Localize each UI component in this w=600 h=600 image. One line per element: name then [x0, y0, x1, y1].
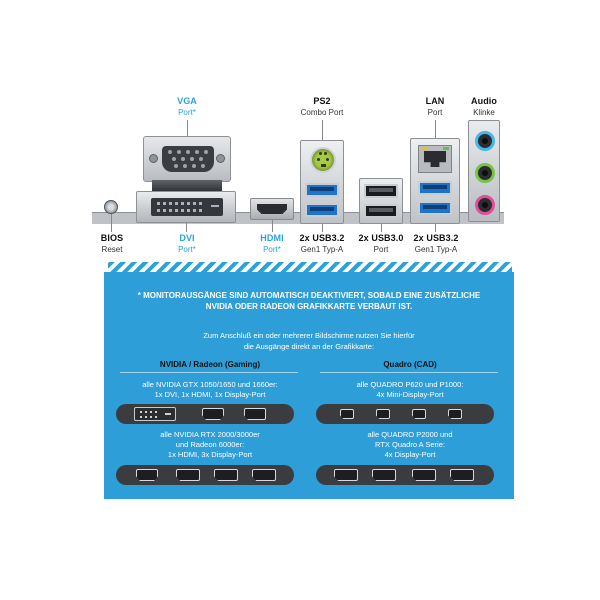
- quadro-p620-port-strip: [316, 404, 494, 424]
- display-port-icon: [372, 469, 396, 481]
- hdmi-port-icon: [136, 469, 158, 481]
- lan-leader-line: [435, 120, 436, 138]
- display-port-icon: [214, 469, 238, 481]
- io-panel-illustration: VGA Port* PS2 Combo Port LAN Port Audio …: [0, 0, 600, 262]
- graphics-card-info-box: * MONITORAUSGÄNGE SIND AUTOMATISCH DEAKT…: [104, 272, 514, 499]
- audio-jacks-icon: [468, 120, 500, 222]
- instruction-line1: Zum Anschluß ein oder mehrerer Bildschir…: [203, 331, 415, 340]
- display-port-icon: [252, 469, 276, 481]
- ps2-usb-stack-icon: [300, 140, 344, 224]
- audio-label: Audio Klinke: [471, 96, 497, 117]
- usb-port-icon: [364, 184, 398, 198]
- rtx-radeon-title: alle NVIDIA RTX 2000/3000er und Radeon 6…: [160, 430, 260, 459]
- mini-display-port-icon: [376, 409, 390, 419]
- usb-port-icon: [305, 203, 339, 217]
- dvi-port-icon: [134, 407, 176, 421]
- monitor-note-line2: NVIDIA ODER RADEON GRAFIKKARTE VERBAUT I…: [205, 302, 413, 311]
- dvi-socket: [151, 198, 223, 216]
- display-port-icon: [244, 408, 266, 420]
- usb32-right-label: 2x USB3.2 Gen1 Typ-A: [413, 233, 459, 254]
- hdmi-port-icon: [202, 408, 224, 420]
- instruction-line2: die Ausgänge direkt an der Grafikkarte:: [243, 342, 375, 351]
- usb30-label: 2x USB3.0 Port: [358, 233, 404, 254]
- mini-display-port-icon: [448, 409, 462, 419]
- rtx-port-strip: [116, 465, 294, 485]
- nvidia-radeon-heading: NVIDIA / Radeon (Gaming): [159, 360, 261, 369]
- quadro-p2000-title: alle QUADRO P2000 und RTX Quadro A Serie…: [367, 430, 453, 459]
- usb-port-icon: [305, 183, 339, 197]
- vga-leader-line: [187, 120, 188, 136]
- lan-label: LAN Port: [425, 96, 445, 117]
- audio-jack-green-icon: [475, 163, 495, 183]
- hatched-divider: [108, 262, 512, 272]
- vga-port-icon: [143, 136, 231, 182]
- mini-display-port-icon: [412, 409, 426, 419]
- display-port-icon: [412, 469, 436, 481]
- dvi-label: DVI Port*: [178, 233, 196, 254]
- usb32-left-label: 2x USB3.2 Gen1 Typ-A: [299, 233, 345, 254]
- bios-label: BIOS Reset: [100, 233, 124, 254]
- usb-port-icon: [364, 204, 398, 218]
- lan-port-icon: [418, 145, 452, 173]
- screw-icon: [216, 154, 225, 163]
- quadro-heading: Quadro (CAD): [383, 360, 437, 369]
- ps2-leader-line: [322, 120, 323, 140]
- audio-jack-pink-icon: [475, 195, 495, 215]
- gtx-title: alle NVIDIA GTX 1050/1650 und 1660er: 1x…: [142, 380, 278, 399]
- display-port-icon: [450, 469, 474, 481]
- vga-mount-bracket: [152, 180, 222, 192]
- ps2-port-icon: [310, 147, 336, 173]
- quadro-p620-title: alle QUADRO P620 und P1000: 4x Mini-Disp…: [356, 380, 464, 399]
- hdmi-port-icon: [250, 198, 294, 220]
- vga-label: VGA Port*: [177, 96, 197, 117]
- hdmi-label: HDMI Port*: [260, 233, 284, 254]
- mini-display-port-icon: [340, 409, 354, 419]
- vga-socket: [162, 146, 214, 172]
- ps2-label: PS2 Combo Port: [300, 96, 344, 117]
- monitor-note-line1: * MONITORAUSGÄNGE SIND AUTOMATISCH DEAKT…: [137, 291, 481, 300]
- screw-icon: [149, 154, 158, 163]
- usb30-stack-icon: [359, 178, 403, 224]
- gtx-port-strip: [116, 404, 294, 424]
- display-port-icon: [176, 469, 200, 481]
- dvi-port-icon: [136, 191, 236, 223]
- bios-reset-button-icon: [104, 200, 118, 214]
- lan-usb-stack-icon: [410, 138, 460, 224]
- audio-jack-blue-icon: [475, 131, 495, 151]
- display-port-icon: [334, 469, 358, 481]
- usb-port-icon: [418, 201, 452, 215]
- quadro-p2000-port-strip: [316, 465, 494, 485]
- usb-port-icon: [418, 181, 452, 195]
